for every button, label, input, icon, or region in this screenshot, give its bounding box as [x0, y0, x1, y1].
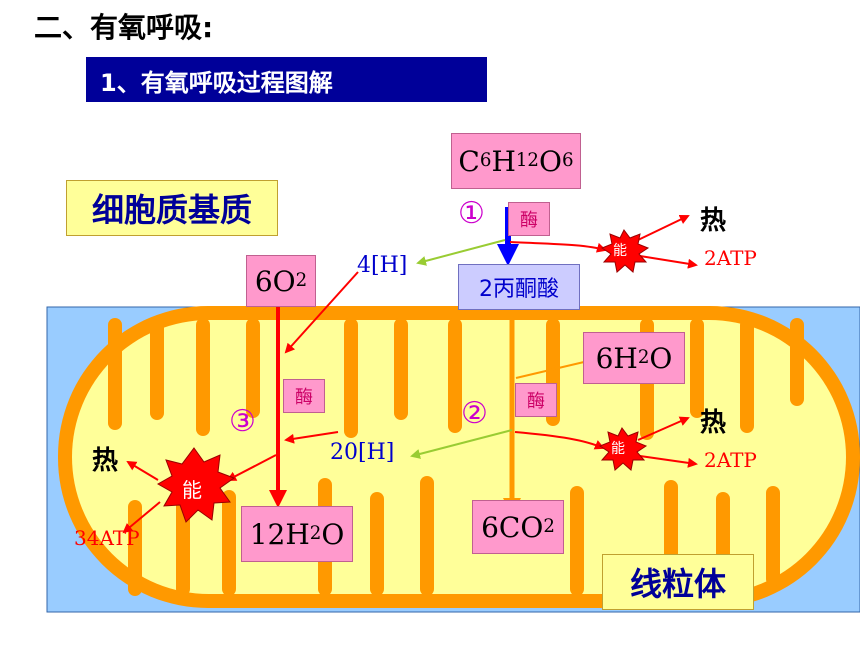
mitochondrion-label: 线粒体 — [602, 554, 754, 610]
atp-label-1: 2ATP — [704, 246, 757, 270]
heat-label-2: 热 — [700, 408, 727, 438]
heat-label-1: 热 — [700, 206, 727, 236]
stage2-energy-arrow — [514, 431, 605, 450]
stage1-atp-arrow — [639, 255, 698, 269]
water-in-arrow — [515, 361, 585, 379]
stage1-hydrogen-arrow — [416, 239, 506, 266]
page-heading: 二、有氧呼吸: — [34, 11, 214, 44]
energy-burst-2 — [598, 427, 648, 471]
h4-to-stage3-arrow — [284, 271, 359, 354]
subtitle: 1、有氧呼吸过程图解 — [100, 69, 333, 97]
stage-1-marker: ① — [458, 196, 485, 231]
stage3-heat-arrow — [126, 460, 159, 481]
atp-label-2: 2ATP — [704, 448, 757, 472]
stage1-energy-arrow — [509, 241, 607, 253]
h20-to-stage3-arrow — [284, 431, 339, 444]
stage-2-marker: ② — [461, 396, 488, 431]
atp-label-3: 34ATP — [74, 526, 140, 550]
energy-text-2: 能 — [611, 441, 625, 457]
stage-3-marker: ③ — [229, 404, 256, 439]
pyruvate-box: 2丙酮酸 — [458, 264, 580, 310]
enzyme-1: 酶 — [508, 202, 550, 236]
stage2-heat-arrow — [637, 416, 690, 441]
energy-burst-1 — [600, 229, 650, 273]
stage2-atp-arrow — [639, 455, 698, 468]
subtitle-bar — [86, 57, 487, 102]
energy-text-3: 能 — [182, 478, 202, 502]
cytoplasm-label: 细胞质基质 — [66, 180, 278, 236]
enzyme-3: 酶 — [283, 379, 325, 413]
stage2-hydrogen-arrow — [410, 429, 513, 459]
stage3-atp-arrow — [122, 501, 161, 534]
energy-burst-3 — [156, 447, 236, 523]
energy-text-1: 能 — [613, 243, 627, 259]
enzyme-2: 酶 — [515, 383, 557, 417]
hydrogen-stage2: 20[H] — [330, 440, 395, 465]
hydrogen-stage1: 4[H] — [357, 253, 408, 278]
stage1-heat-arrow — [637, 214, 690, 241]
heat-label-3: 热 — [92, 446, 119, 476]
stage3-energy-arrow — [226, 454, 277, 481]
